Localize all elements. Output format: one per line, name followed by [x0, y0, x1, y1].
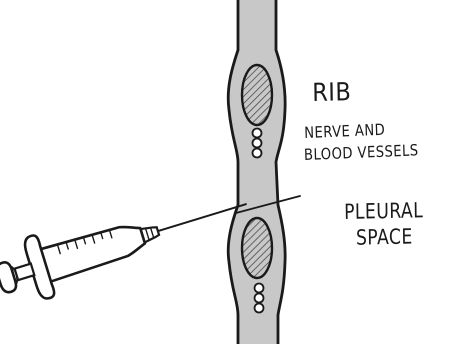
lower-rib [242, 218, 272, 278]
syringe-barrel [40, 219, 147, 281]
upper-rib [242, 65, 272, 125]
nerve-and-blood-vessels-label: NERVE AND BLOOD VESSELS [304, 121, 419, 163]
rib-label: RIB [312, 79, 351, 105]
pleural-label-line-2: SPACE [356, 226, 424, 248]
pleural-space-label: PLEURAL SPACE [344, 200, 424, 249]
nerve-label-line-1: NERVE AND [304, 121, 418, 141]
syringe [0, 173, 255, 311]
upper-nerve-vessels [253, 129, 262, 158]
plunger-thumb-press [0, 261, 18, 294]
pleural-label-line-1: PLEURAL [344, 200, 423, 223]
lower-nerve-vessels [255, 284, 264, 313]
